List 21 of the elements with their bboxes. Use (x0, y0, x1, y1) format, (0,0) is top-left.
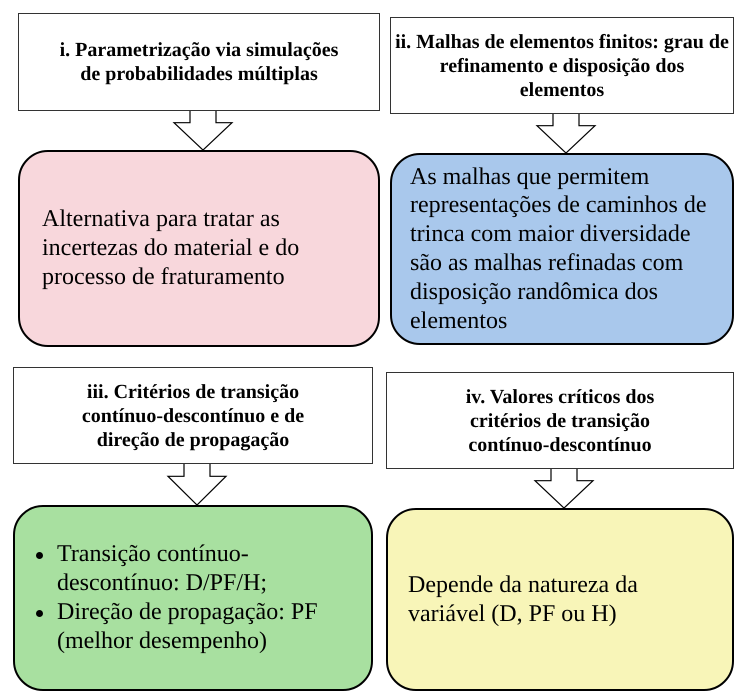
body-text: Depende da natureza da variável (D, PF ou H) (408, 570, 639, 628)
bullet-text: Direção de propagação: PF (melhor desempenho) (57, 599, 318, 654)
block-arrow (535, 113, 597, 154)
heading-box (18, 13, 380, 111)
block-arrow (533, 468, 595, 509)
heading-text: i. Parametrização via simulações de probabilidades múltiplas (58, 38, 340, 86)
heading-box (390, 17, 734, 114)
body-text: As malhas que permitem representações de caminhos de trinca com maior diversidade são as malhas refinadas com disposição randômica dos elementos (410, 162, 708, 336)
block-arrow (166, 463, 228, 506)
heading-text: iii. Critérios de transição contínuo-descontínuo e de direção de propagação (80, 380, 306, 452)
heading-text: ii. Malhas de elementos finitos: grau de refinamento e disposição dos elementos (395, 30, 729, 102)
rounded-box (390, 153, 734, 345)
rounded-box (386, 508, 734, 691)
heading-box (13, 367, 373, 464)
block-arrow (172, 110, 234, 151)
heading-text: iv. Valores críticos dos critérios de transição contínuo-descontínuo (464, 384, 656, 456)
body-text: Alternativa para tratar as incertezas do material e do processo de fraturamento (42, 205, 300, 292)
rounded-box (13, 505, 373, 691)
heading-box (386, 372, 734, 469)
bullet-text: Transição contínuo-descontínuo: D/PF/H; (57, 541, 268, 596)
rounded-box (18, 150, 380, 347)
